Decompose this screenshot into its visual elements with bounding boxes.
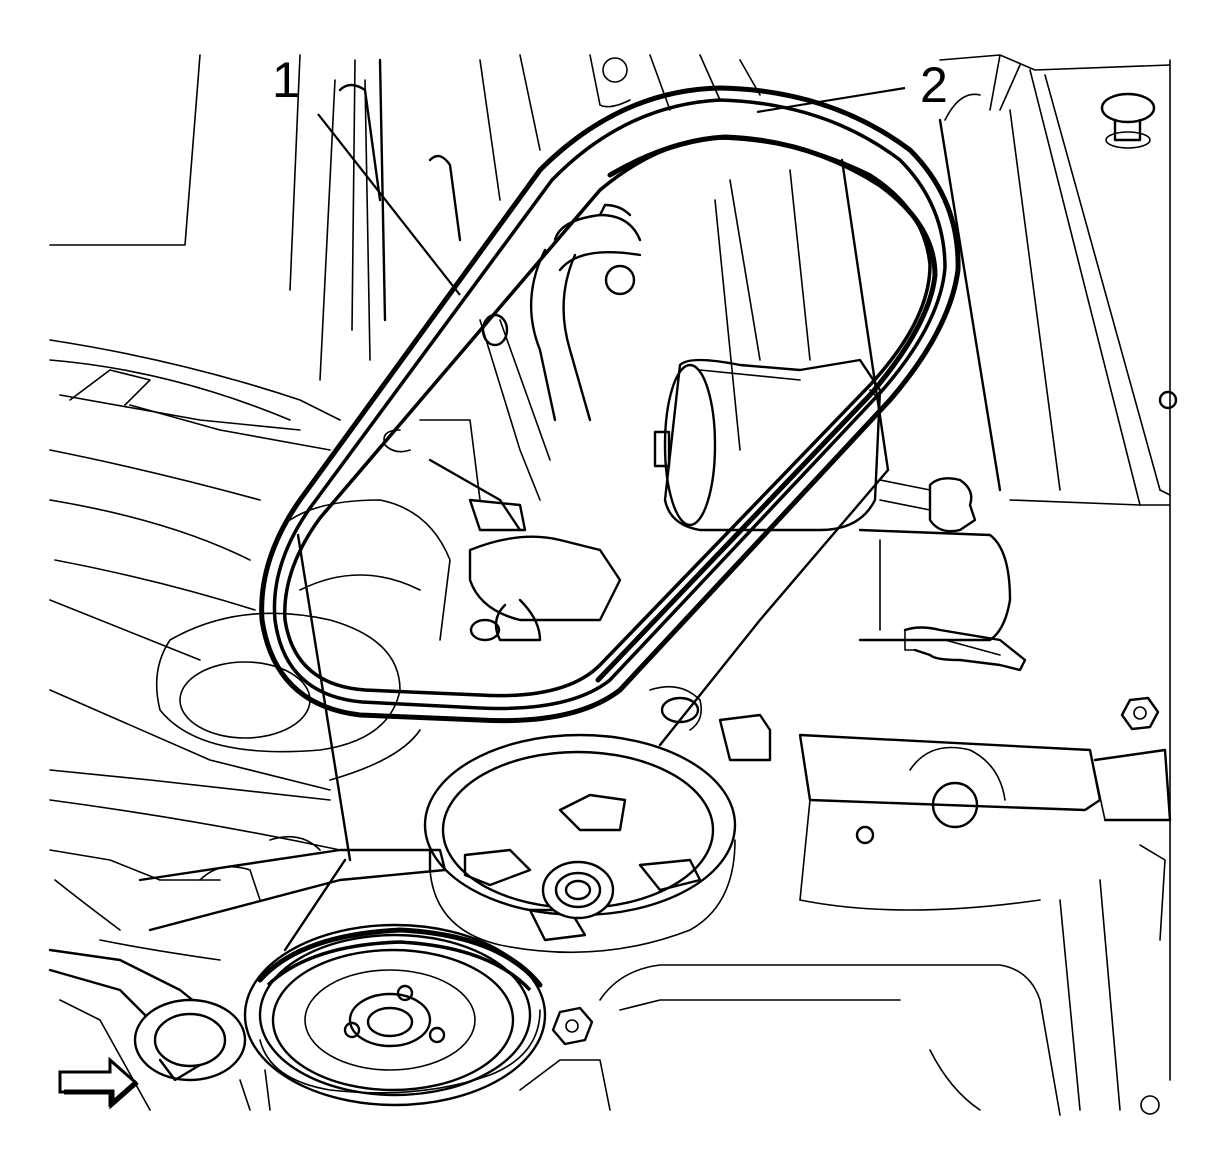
crankshaft-pulley	[243, 923, 547, 1107]
callout-2-label: 2	[920, 57, 948, 113]
right-arrow-icon	[58, 1056, 139, 1110]
power-steering-pulley	[423, 733, 737, 954]
engine-components	[289, 169, 882, 642]
drive-belt	[259, 85, 961, 724]
right-components	[599, 477, 1172, 1116]
engine-bay-background	[49, 54, 1178, 1081]
callout-1-label: 1	[272, 52, 300, 108]
callout-1-leader	[317, 113, 461, 296]
callout-2-leader	[756, 86, 906, 114]
lower-left-components	[48, 835, 611, 1111]
belt-routing-lines	[283, 158, 890, 952]
